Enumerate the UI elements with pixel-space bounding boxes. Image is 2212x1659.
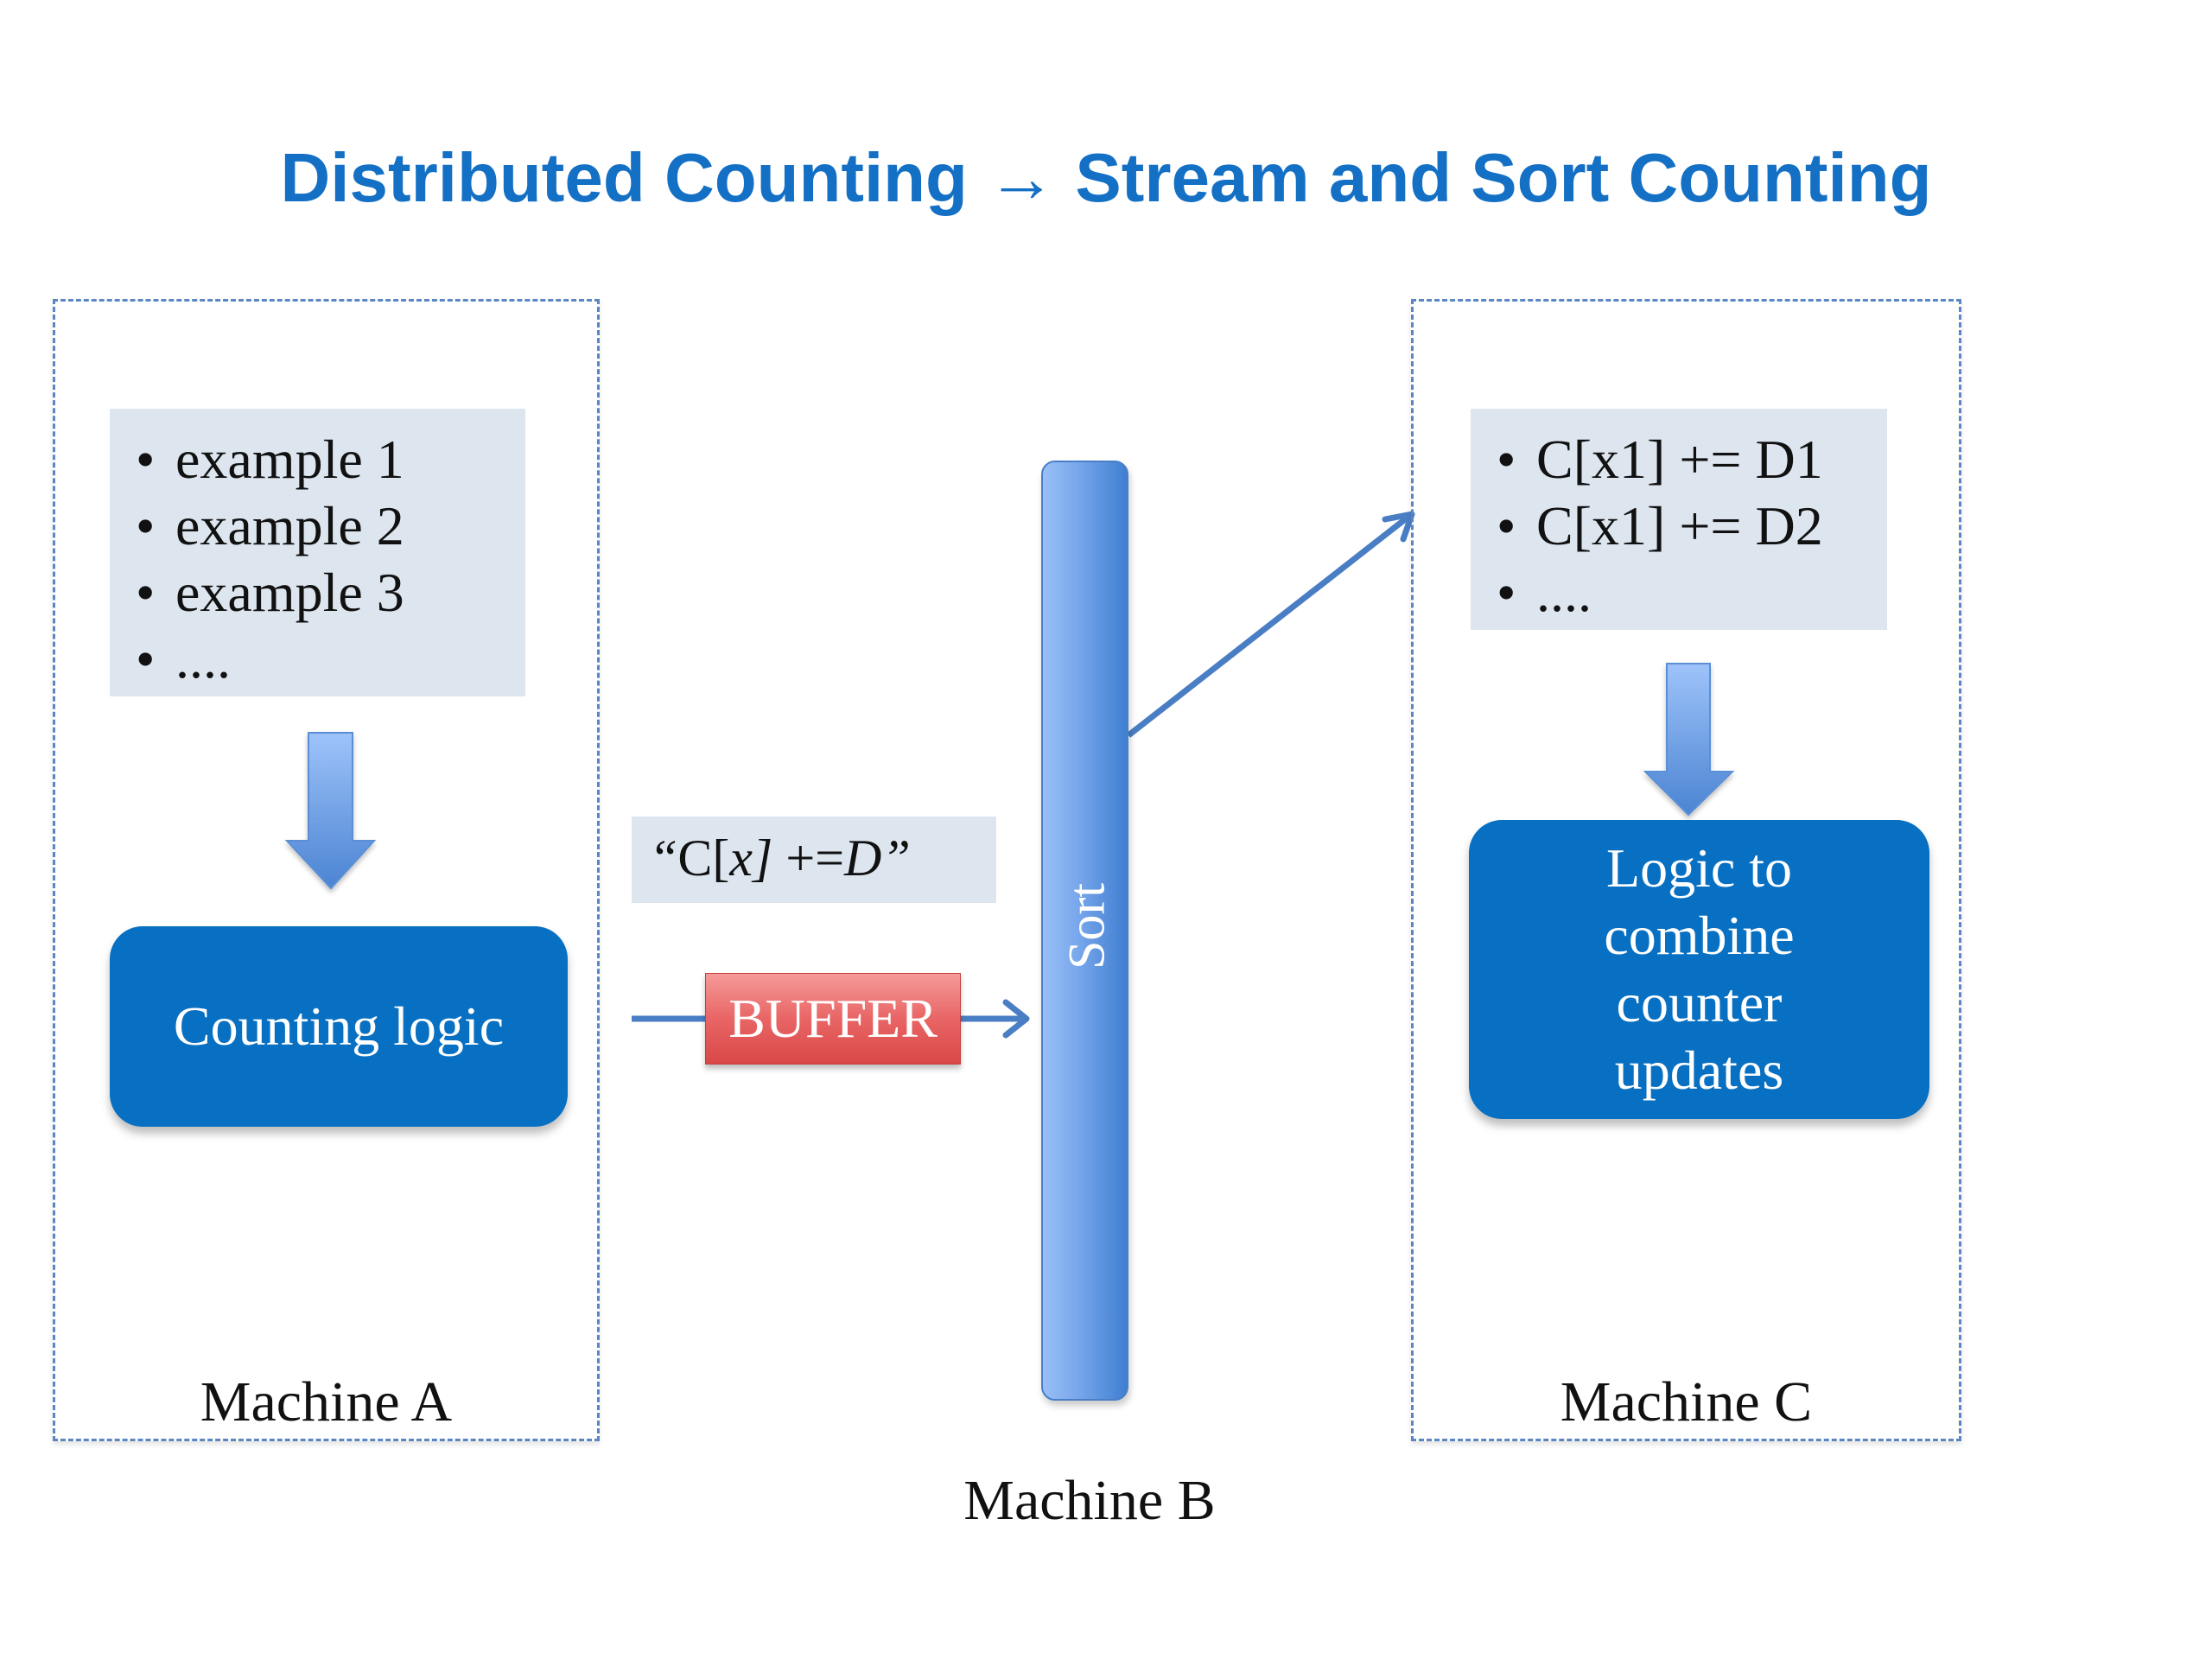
- list-item: example 2: [136, 493, 404, 559]
- combine-logic-line: updates: [1614, 1039, 1784, 1101]
- right-arrow-icon: [1002, 999, 1030, 1039]
- message-prefix: C[: [677, 830, 730, 887]
- counter-updates-list: C[x1] += D1 C[x1] += D2 ....: [1497, 426, 1823, 626]
- message-operator: +=: [772, 830, 845, 887]
- combine-logic-box: Logic to combine counter updates: [1469, 820, 1929, 1119]
- combine-logic-line: combine: [1604, 905, 1795, 966]
- machine-a-container: [53, 299, 600, 1441]
- counter-updates-box: C[x1] += D1 C[x1] += D2 ....: [1471, 409, 1887, 630]
- buffer-box: BUFFER: [705, 973, 961, 1065]
- list-item: ....: [1497, 559, 1823, 626]
- combine-logic-line: Logic to: [1605, 837, 1793, 899]
- message-box: “C[x] +=D”: [632, 817, 996, 903]
- list-item: C[x1] += D1: [1497, 426, 1823, 493]
- message-variable: x]: [729, 830, 773, 887]
- message-value: D”: [844, 830, 911, 887]
- machine-c-label: Machine C: [1560, 1370, 1813, 1433]
- combine-logic-line: counter: [1616, 972, 1783, 1033]
- sort-bar: [1041, 461, 1128, 1401]
- list-item: example 1: [136, 426, 404, 493]
- machine-c-container: [1411, 299, 1961, 1441]
- connector-line: [1126, 514, 1411, 738]
- message-open-quote: “: [649, 830, 678, 887]
- down-arrow-icon: [284, 732, 377, 890]
- input-examples-list: example 1 example 2 example 3 ....: [136, 426, 404, 692]
- list-item: ....: [136, 626, 404, 692]
- sort-label: Sort: [1058, 882, 1116, 970]
- list-item: example 3: [136, 559, 404, 626]
- machine-a-label: Machine A: [200, 1370, 453, 1433]
- machine-b-label: Machine B: [963, 1469, 1216, 1532]
- counting-logic-box: Counting logic: [110, 926, 568, 1127]
- input-examples-box: example 1 example 2 example 3 ....: [110, 409, 525, 696]
- down-arrow-icon: [1643, 663, 1735, 817]
- list-item: C[x1] += D2: [1497, 493, 1823, 559]
- buffer-label: BUFFER: [728, 988, 938, 1049]
- counting-logic-label: Counting logic: [173, 995, 505, 1057]
- slide-title: Distributed Counting → Stream and Sort C…: [280, 139, 1932, 216]
